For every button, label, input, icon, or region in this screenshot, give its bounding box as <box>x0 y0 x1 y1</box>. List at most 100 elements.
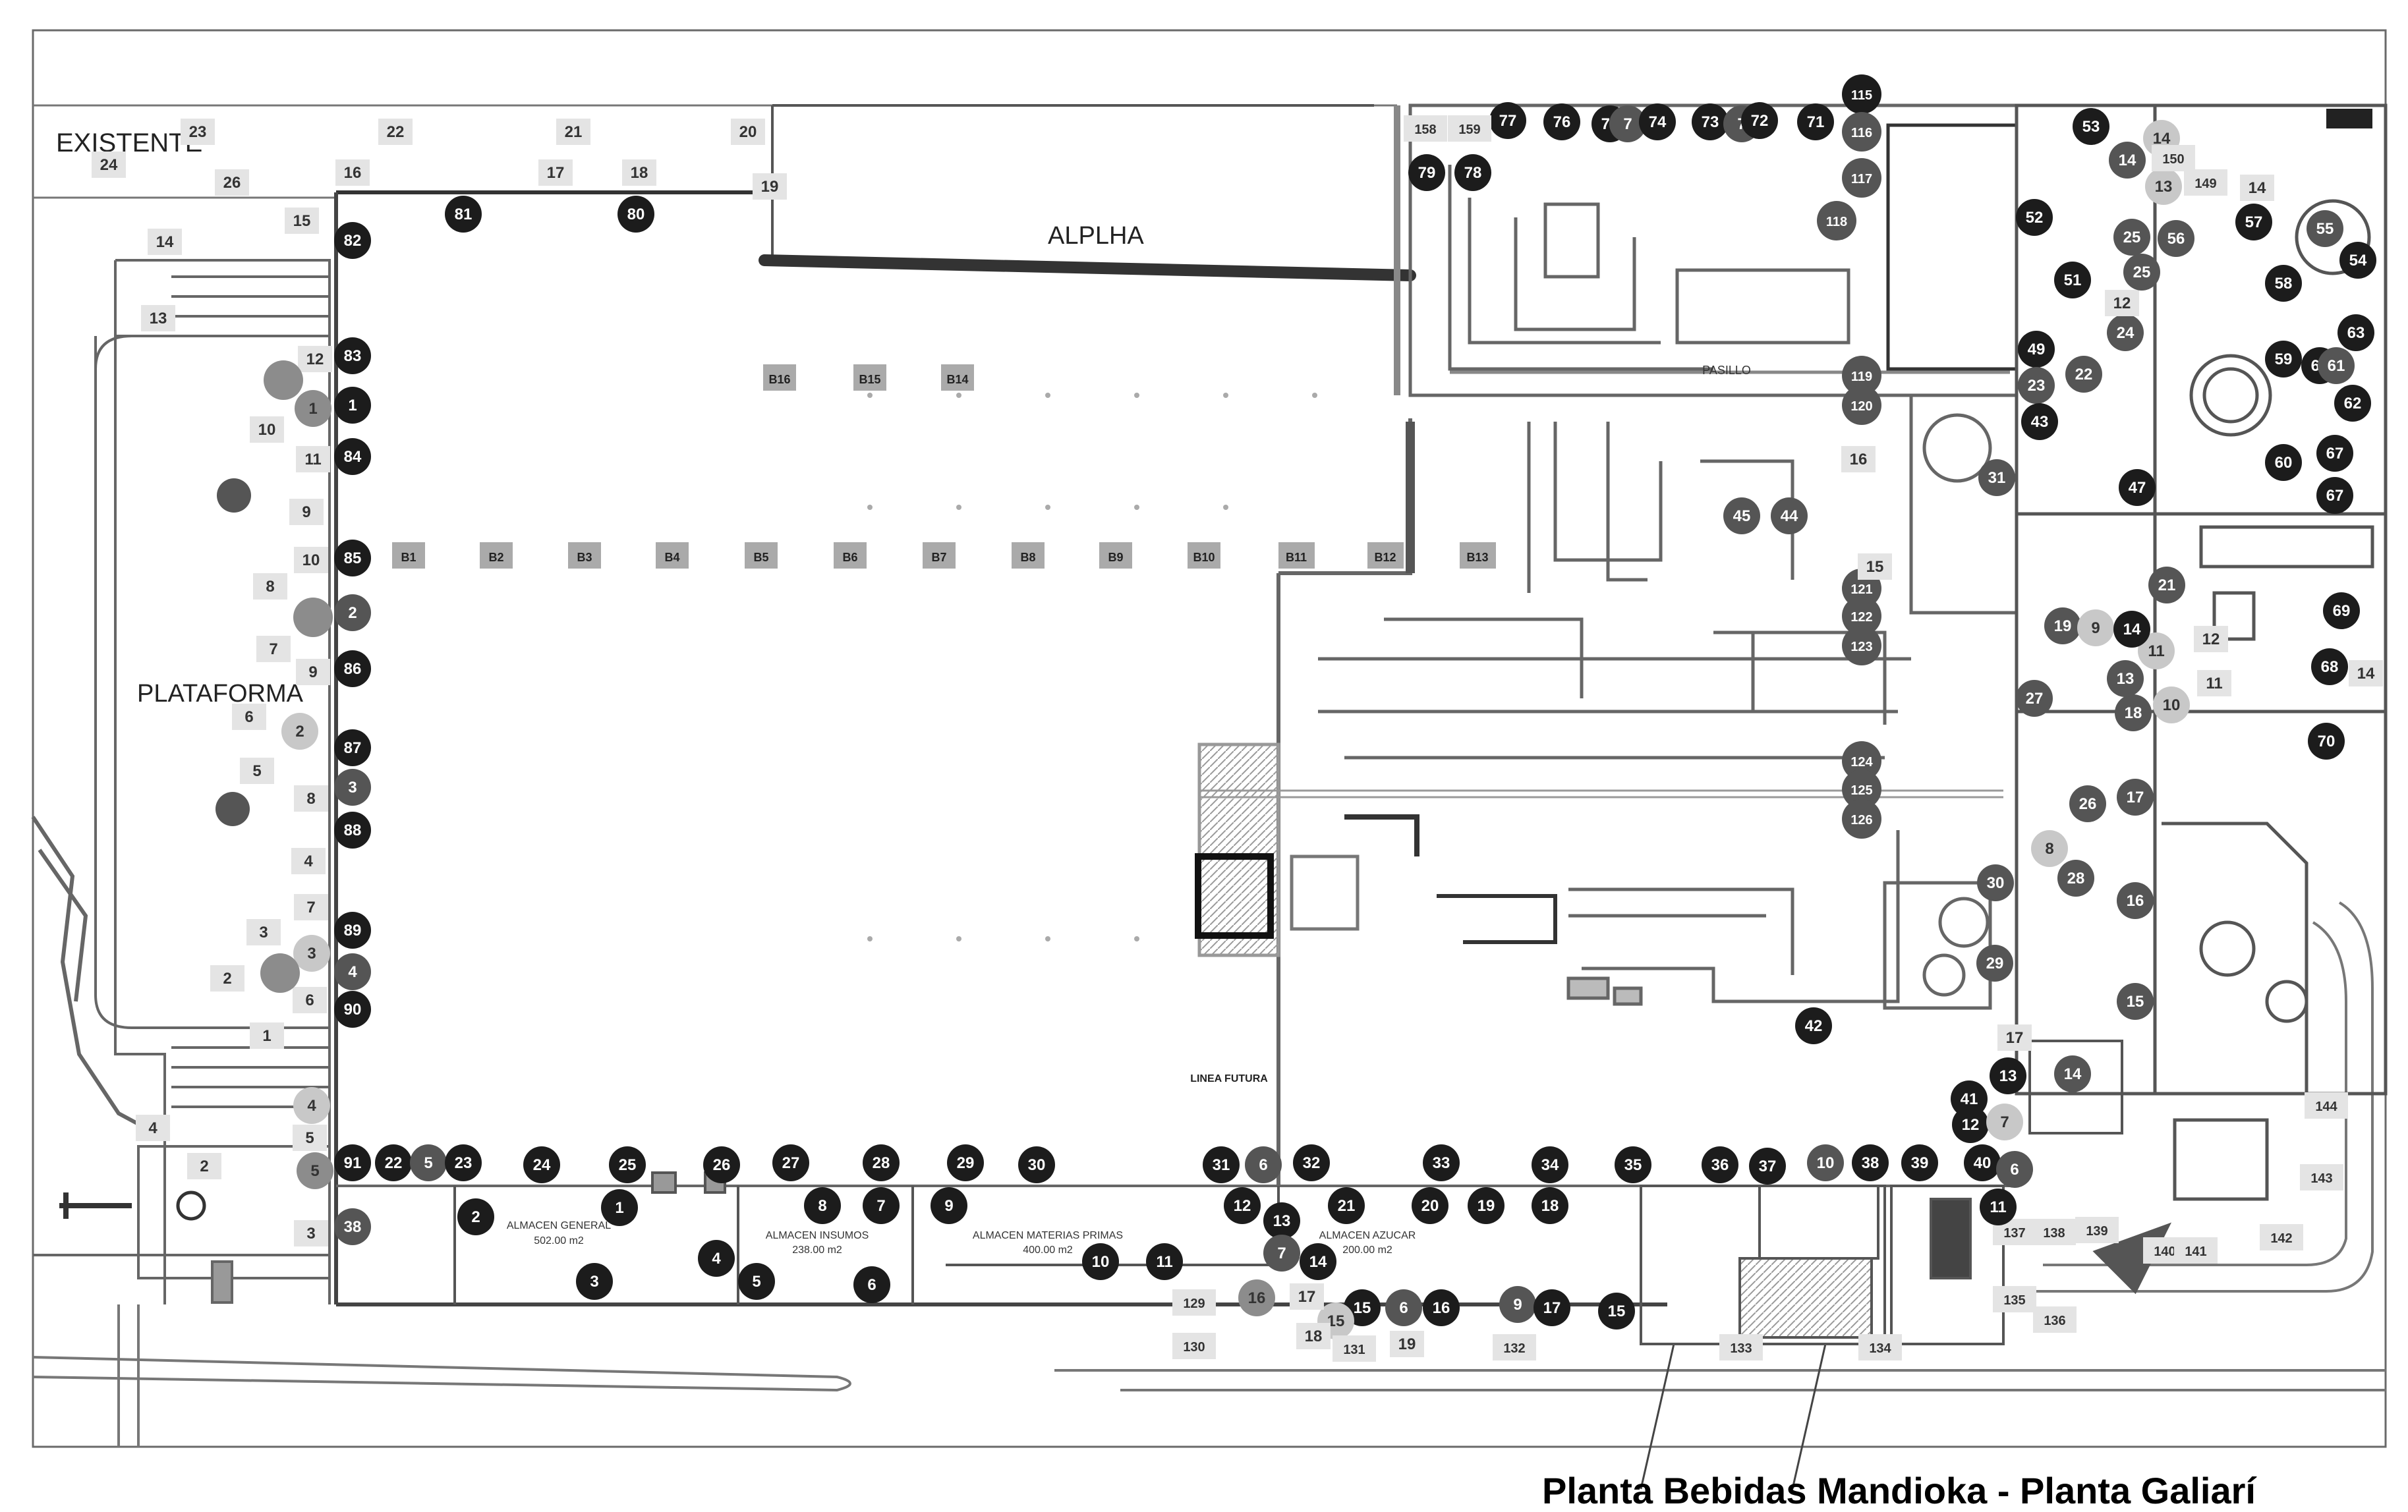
marker-number: 134 <box>1869 1341 1891 1356</box>
equipment-marker: 18 <box>2115 694 2152 731</box>
marker-number: 14 <box>2153 130 2171 148</box>
equipment-marker: 116 <box>1842 112 1881 152</box>
marker-number: 13 <box>2117 670 2135 688</box>
marker-number: 45 <box>1733 507 1751 525</box>
area-number-tag: 3 <box>246 919 281 945</box>
marker-number: 12 <box>1962 1116 1980 1134</box>
marker-number: 1 <box>348 397 357 414</box>
area-number-tag: 149 <box>2184 169 2227 196</box>
marker-number: 73 <box>1702 113 1719 131</box>
marker-number: 58 <box>2275 275 2293 293</box>
marker-number: 18 <box>2125 704 2142 722</box>
plataforma-label: PLATAFORMA <box>137 680 304 708</box>
marker-number: 15 <box>2127 993 2144 1011</box>
area-number-tag: 15 <box>1858 553 1892 580</box>
equipment-marker: 21 <box>1328 1187 1365 1224</box>
marker-number: 85 <box>344 549 362 567</box>
equipment-marker: 7 <box>1609 105 1646 142</box>
services-block <box>1640 1040 2123 1345</box>
marker-number: 17 <box>1298 1288 1316 1306</box>
marker-number: 17 <box>1543 1299 1561 1317</box>
marker-number: 24 <box>2117 324 2135 342</box>
area-number-tag: 10 <box>250 416 284 443</box>
marker-number: 29 <box>957 1154 975 1172</box>
marker-number: 131 <box>1343 1343 1365 1357</box>
equipment-marker: 60 <box>2265 444 2302 481</box>
area-number-tag: 142 <box>2260 1224 2303 1250</box>
area-number-tag: 9 <box>289 499 324 525</box>
marker-number: 25 <box>619 1156 637 1174</box>
marker-number: 14 <box>2357 665 2375 683</box>
marker-number: 15 <box>1354 1299 1371 1317</box>
linea-futura-label: LINEA FUTURA <box>1190 1073 1268 1084</box>
marker-number: 140 <box>2154 1245 2175 1259</box>
marker-number: 11 <box>304 451 321 468</box>
equipment-marker: 80 <box>617 196 654 233</box>
equipment-marker <box>260 953 300 993</box>
marker-number: 37 <box>1759 1158 1777 1175</box>
marker-number: 3 <box>306 1225 315 1243</box>
marker-number: 29 <box>1986 955 2004 972</box>
equipment-marker <box>293 598 333 637</box>
marker-number: 7 <box>2000 1113 2009 1131</box>
equipment-marker: 79 <box>1408 154 1445 191</box>
marker-number: 53 <box>2082 118 2100 136</box>
marker-number: 22 <box>387 123 405 141</box>
equipment-marker: 24 <box>2107 314 2144 351</box>
equipment-marker: 14 <box>2113 611 2150 648</box>
marker-number: 26 <box>713 1156 731 1174</box>
marker-number: 40 <box>1974 1154 1992 1172</box>
marker-number: 7 <box>269 640 277 658</box>
equipment-marker: 9 <box>2077 609 2114 646</box>
marker-number: 10 <box>2163 696 2181 714</box>
area-number-tag: 7 <box>256 636 291 662</box>
area-number-tag: 18 <box>1296 1323 1331 1349</box>
marker-number: 4 <box>148 1119 158 1137</box>
marker-number: 133 <box>1730 1341 1752 1356</box>
area-number-tag: 2 <box>187 1153 221 1179</box>
equipment-marker: 12 <box>1224 1187 1261 1224</box>
svg-text:B12: B12 <box>1374 551 1396 564</box>
marker-number: 78 <box>1464 164 1482 182</box>
equipment-marker: 27 <box>2016 680 2053 717</box>
equipment-marker: 17 <box>1534 1289 1570 1326</box>
lower-left-annex <box>33 1145 331 1304</box>
equipment-marker: 68 <box>2311 648 2348 685</box>
marker-number: 23 <box>2028 377 2046 395</box>
marker-number: 11 <box>1990 1198 2006 1216</box>
equipment-marker: 55 <box>2307 210 2343 247</box>
marker-number: 32 <box>1303 1154 1321 1172</box>
column-grid <box>867 393 1317 941</box>
equipment-marker <box>264 360 303 400</box>
marker-number: 10 <box>302 551 320 569</box>
equipment-marker: 16 <box>1423 1289 1460 1326</box>
marker-number: 141 <box>2185 1245 2206 1259</box>
marker-number: 13 <box>1999 1067 2017 1085</box>
marker-number: 55 <box>2316 220 2334 238</box>
equipment-marker: 13 <box>1990 1057 2026 1094</box>
area-number-tag: 131 <box>1333 1335 1376 1362</box>
marker-number: 14 <box>2123 621 2141 638</box>
equipment-marker: 18 <box>1532 1187 1568 1224</box>
equipment-marker: 23 <box>445 1144 482 1181</box>
equipment-marker: 14 <box>2109 142 2146 179</box>
marker-number: 16 <box>344 164 362 182</box>
equipment-marker: 24 <box>523 1146 560 1183</box>
marker-number: 24 <box>100 156 118 174</box>
marker-number: 25 <box>2123 229 2141 246</box>
equipment-marker: 77 <box>1489 102 1526 139</box>
area-number-tag: 144 <box>2305 1092 2348 1119</box>
equipment-marker: 4 <box>698 1240 735 1277</box>
marker-number: 14 <box>1309 1253 1327 1271</box>
marker-number: 19 <box>2054 617 2072 635</box>
equipment-marker: 85 <box>334 540 371 576</box>
equipment-marker: 6 <box>1996 1151 2033 1188</box>
marker-number: 19 <box>1398 1335 1416 1353</box>
equipment-marker: 81 <box>445 196 482 233</box>
marker-number: 88 <box>344 822 362 839</box>
equipment-marker: 3 <box>334 769 371 806</box>
equipment-marker: 33 <box>1423 1144 1460 1181</box>
area-number-tag: 4 <box>291 848 326 874</box>
